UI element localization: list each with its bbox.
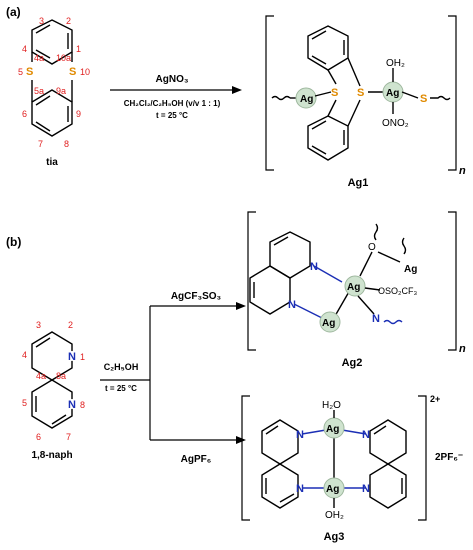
naph-structure xyxy=(31,331,73,429)
ag1-structure xyxy=(265,15,457,171)
reagent-agno3: AgNO₃ xyxy=(156,74,189,85)
conditions-b-temp: t = 25 °C xyxy=(105,384,137,393)
ag1-water: OH₂ xyxy=(386,58,405,69)
panel-a-label: (a) xyxy=(6,5,21,19)
conditions-a-temp: t = 25 °C xyxy=(156,111,188,120)
tia-s10: S xyxy=(69,66,76,78)
tia-num-9: 9 xyxy=(76,109,81,119)
naph-num-4a: 4a xyxy=(36,371,46,381)
tia-name: tia xyxy=(46,157,58,168)
naph-n1: N xyxy=(68,351,76,363)
conditions-b-solvent: C₂H₅OH xyxy=(104,362,139,372)
ag1-name: Ag1 xyxy=(348,177,369,189)
ag2-ag-lower: Ag xyxy=(322,318,335,329)
tia-num-4: 4 xyxy=(22,44,27,54)
conditions-a-solvent: CH₂Cl₂/C₂H₅OH (v/v 1 : 1) xyxy=(124,99,221,108)
ag1-ag-center: Ag xyxy=(386,88,399,99)
ag2-o: O xyxy=(368,242,376,253)
ag3-n-lr: N xyxy=(362,483,370,495)
ag3-water-bottom: OH₂ xyxy=(325,510,344,521)
ag2-triflate: OSO₂CF₃ xyxy=(378,286,417,296)
ag2-n-upper: N xyxy=(310,261,318,273)
ag1-s-a: S xyxy=(331,87,338,99)
ag3-n-ll: N xyxy=(296,483,304,495)
tia-num-8: 8 xyxy=(64,139,69,149)
tia-num-5a: 5a xyxy=(34,86,44,96)
ag3-n-ur: N xyxy=(362,429,370,441)
naph-numbering: 2 3 4 4a 5 6 7 8a xyxy=(22,320,73,442)
panel-b-label: (b) xyxy=(6,235,21,249)
ag2-n-lower: N xyxy=(288,299,296,311)
naph-n8-bg xyxy=(67,399,77,409)
tia-num-3: 3 xyxy=(39,16,44,26)
naph-num-2: 2 xyxy=(68,320,73,330)
naph-num-4: 4 xyxy=(22,350,27,360)
ag2-name: Ag2 xyxy=(342,357,363,369)
ag3-ag-top: Ag xyxy=(326,424,339,435)
tia-num-6: 6 xyxy=(22,109,27,119)
ag2-ag-center: Ag xyxy=(347,282,360,293)
ag2-subscript-n: n xyxy=(459,343,466,355)
tia-num-2: 2 xyxy=(66,16,71,26)
tia-num-7: 7 xyxy=(38,139,43,149)
ag3-n-ul: N xyxy=(296,429,304,441)
ag3-ag-bottom: Ag xyxy=(326,484,339,495)
tia-num-4a: 4a xyxy=(34,53,44,63)
ag2-n-remote: N xyxy=(372,313,380,325)
naph-num-7: 7 xyxy=(66,432,71,442)
reagent-agpf6: AgPF₆ xyxy=(181,454,212,465)
ag3-charge: 2+ xyxy=(430,394,440,404)
ag1-s-b: S xyxy=(357,87,364,99)
tia-structure xyxy=(31,19,73,137)
ag1-subscript-n: n xyxy=(459,165,466,177)
reaction-fork xyxy=(100,302,246,444)
naph-num-1: 1 xyxy=(80,352,85,362)
ag3-structure xyxy=(241,395,427,521)
naph-n8: N xyxy=(68,399,76,411)
naph-num-5: 5 xyxy=(22,398,27,408)
reagent-agcf3so3: AgCF₃SO₃ xyxy=(171,291,222,302)
ag1-s-c: S xyxy=(420,93,427,105)
ag1-nitrate: ONO₂ xyxy=(382,118,409,129)
tia-num-5: 5 xyxy=(18,67,23,77)
tia-numbering: 1 2 3 4 4a 5 5a 6 7 8 9 9a 10 10a xyxy=(18,16,90,149)
naph-n1-bg xyxy=(67,351,77,361)
naph-num-3: 3 xyxy=(36,320,41,330)
ag1-ag-left: Ag xyxy=(300,94,313,105)
naph-num-6: 6 xyxy=(36,432,41,442)
tia-num-10a: 10a xyxy=(56,53,71,63)
tia-num-9a: 9a xyxy=(56,86,66,96)
ag3-counterion: 2PF₆⁻ xyxy=(435,452,463,463)
naph-num-8: 8 xyxy=(80,400,85,410)
ag2-structure xyxy=(247,211,457,351)
ag3-water-top: H₂O xyxy=(322,400,341,411)
naph-num-8a: 8a xyxy=(56,371,66,381)
naph-name: 1,8-naph xyxy=(31,450,72,461)
tia-num-1: 1 xyxy=(76,44,81,54)
tia-num-10: 10 xyxy=(80,67,90,77)
ag3-name: Ag3 xyxy=(324,531,345,543)
arrowhead-a xyxy=(232,86,242,94)
tia-s5: S xyxy=(26,66,33,78)
ag2-ag-remote: Ag xyxy=(404,264,417,275)
